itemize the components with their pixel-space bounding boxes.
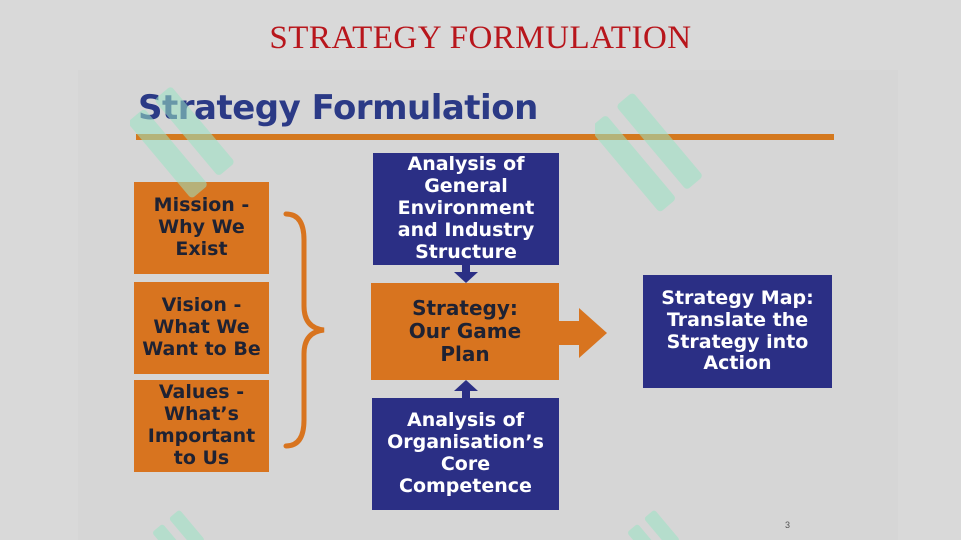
page-number: 3 [785, 520, 791, 530]
values-label: Values - What’s Important to Us [147, 381, 256, 469]
mission-box: Mission - Why We Exist [134, 182, 269, 274]
vision-label: Vision - What We Want to Be [142, 294, 261, 360]
vision-box: Vision - What We Want to Be [134, 282, 269, 374]
arrow-right-icon [557, 308, 607, 358]
strategy-map-label: Strategy Map: Translate the Strategy int… [661, 286, 814, 375]
mission-label: Mission - Why We Exist [153, 194, 250, 260]
header-title: STRATEGY FORMULATION [269, 20, 692, 56]
title-underline [136, 134, 834, 140]
watermark-logo-icon [595, 93, 702, 212]
analysis-general-box: Analysis of General Environment and Indu… [373, 153, 559, 265]
analysis-general-label: Analysis of General Environment and Indu… [397, 153, 535, 263]
slide-title: Strategy Formulation [138, 88, 538, 128]
watermark-logo-icon [130, 87, 234, 198]
arrow-down-icon [454, 264, 478, 283]
arrow-up-icon [454, 380, 478, 400]
watermark-logo-icon [153, 510, 204, 540]
strategy-map-box: Strategy Map: Translate the Strategy int… [643, 275, 832, 388]
strategy-box: Strategy: Our Game Plan [371, 283, 559, 380]
analysis-org-box: Analysis of Organisation’s Core Competen… [372, 398, 559, 510]
analysis-org-label: Analysis of Organisation’s Core Competen… [387, 409, 544, 497]
values-box: Values - What’s Important to Us [134, 380, 269, 472]
curly-brace-icon [283, 211, 325, 449]
strategy-label: Strategy: Our Game Plan [408, 296, 522, 366]
watermark-logo-icon [628, 510, 679, 540]
